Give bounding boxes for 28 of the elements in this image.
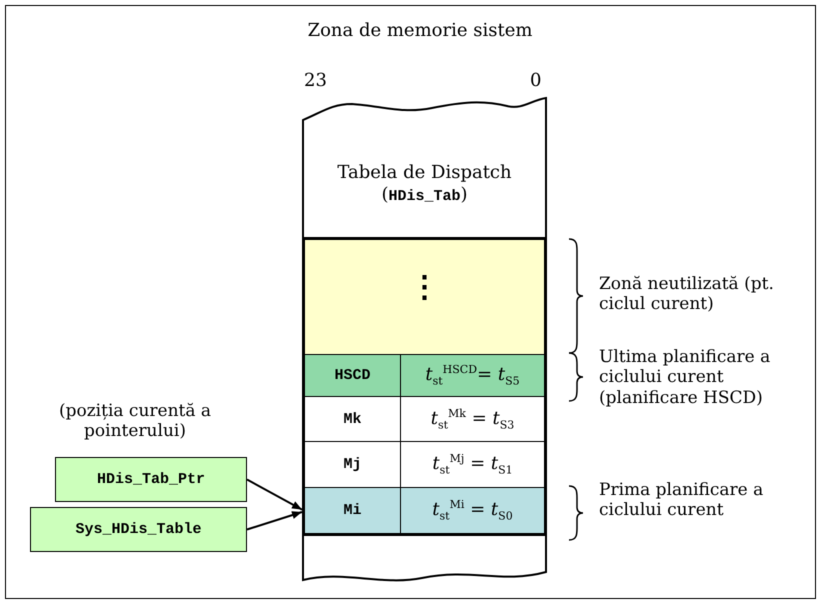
pointer-box: [30, 507, 247, 552]
table-row: [302, 442, 547, 488]
table-row: [302, 355, 547, 397]
bit-index: 23: [304, 70, 327, 92]
start-time-formula: t$_{st}$$^{Mk}$ = t$_{S3}$: [430, 406, 516, 434]
ellipsis-text: ⋮: [408, 270, 440, 306]
pointer-name: Sys_HDis_Table: [75, 521, 202, 538]
arrow: [246, 511, 302, 530]
annotation-text: Zonă neutilizată (pt. ciclul curent): [599, 274, 775, 315]
process-name: Mk: [305, 397, 401, 441]
start-time-formula: t$_{st}$$^{Mi}$ = t$_{S0}$: [431, 497, 514, 525]
annotation-text: (poziția curentă a pointerului): [58, 401, 212, 442]
bit-index: 0: [530, 70, 542, 92]
annotation-text: Prima planificare a ciclului curent: [599, 480, 764, 521]
table-row: [302, 397, 547, 442]
start-time-formula: t$_{st}$$^{HSCD}$= t$_{S5}$: [424, 362, 521, 390]
start-time-formula: t$_{st}$$^{Mj}$ = t$_{S1}$: [431, 451, 514, 479]
process-name: Mj: [305, 442, 401, 487]
table-row: [302, 488, 547, 536]
unused-zone: [302, 237, 547, 355]
arrow: [246, 478, 302, 510]
table-title: Tabela de Dispatch (HDis_Tab): [336, 162, 513, 206]
process-name: Mi: [305, 488, 401, 533]
pointer-name: HDis_Tab_Ptr: [96, 471, 206, 488]
pointer-box: [55, 457, 247, 502]
process-name: HSCD: [305, 355, 401, 396]
heading-text: Zona de memorie sistem: [306, 20, 534, 42]
annotation-text: Ultima planificare a ciclului curent (planificare HSCD): [599, 347, 772, 408]
